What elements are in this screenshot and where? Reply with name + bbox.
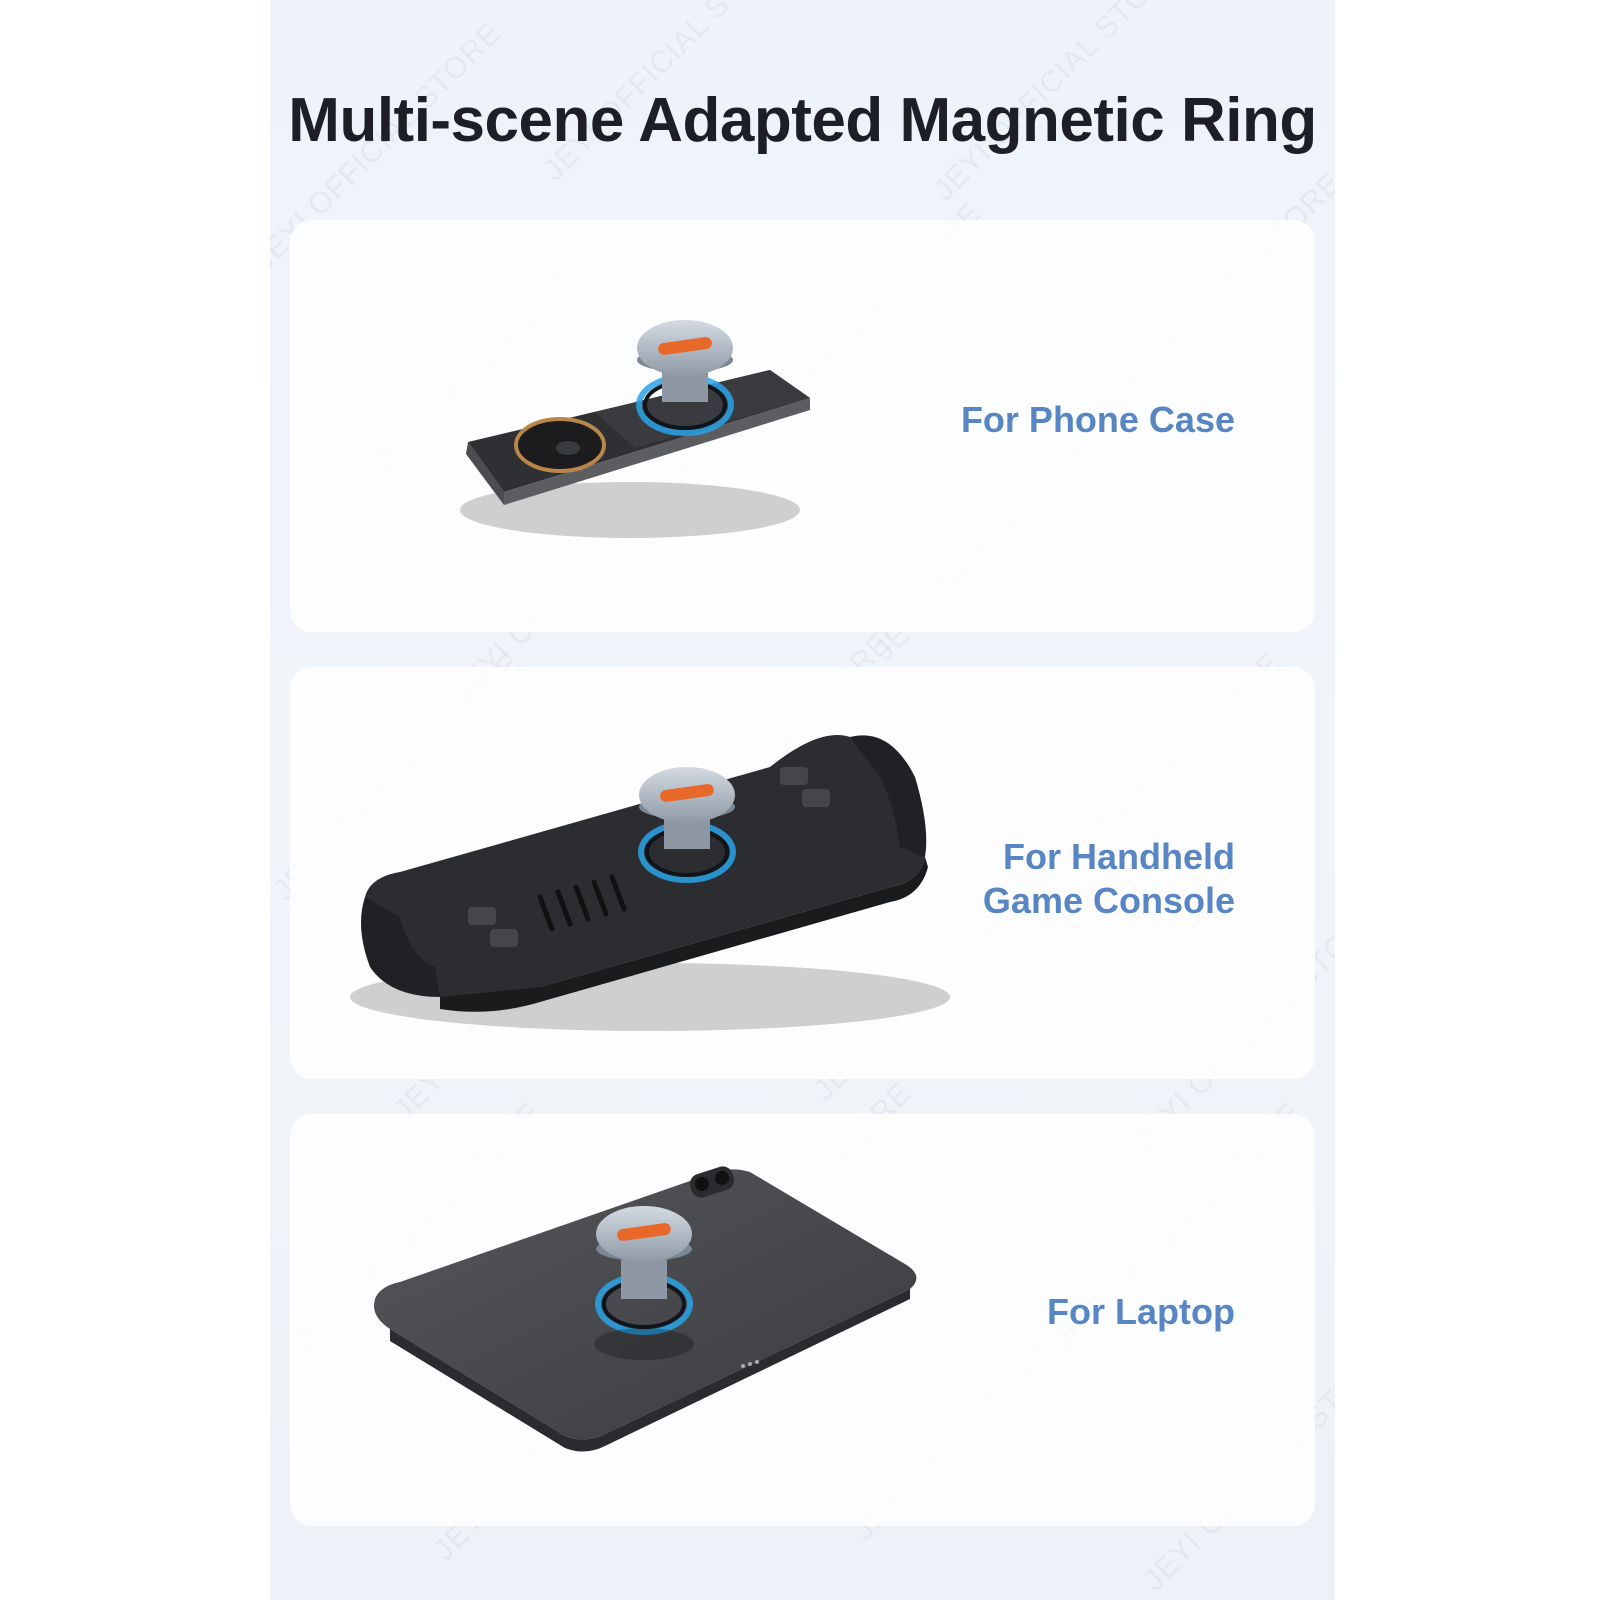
card-phone-case: For Phone Case <box>290 220 1315 632</box>
page-title: Multi-scene Adapted Magnetic Ring <box>288 86 1317 155</box>
product-page: JEYI OFFICIAL STORE JEYI OFFICIAL STORE … <box>270 0 1335 1600</box>
card-label-line: For Handheld <box>1003 836 1235 877</box>
laptop-illustration <box>374 1166 917 1452</box>
handheld-console-illustration <box>350 735 950 1031</box>
card-label-line: Game Console <box>982 880 1235 921</box>
card-laptop: For Laptop <box>290 1114 1315 1526</box>
phone-case-illustration <box>460 320 810 538</box>
card-handheld-console: For Handheld Game Console <box>290 667 1315 1079</box>
card-label: For Phone Case <box>960 399 1235 440</box>
card-label: For Laptop <box>1047 1291 1235 1332</box>
card-label: For Handheld Game Console <box>983 835 1235 923</box>
